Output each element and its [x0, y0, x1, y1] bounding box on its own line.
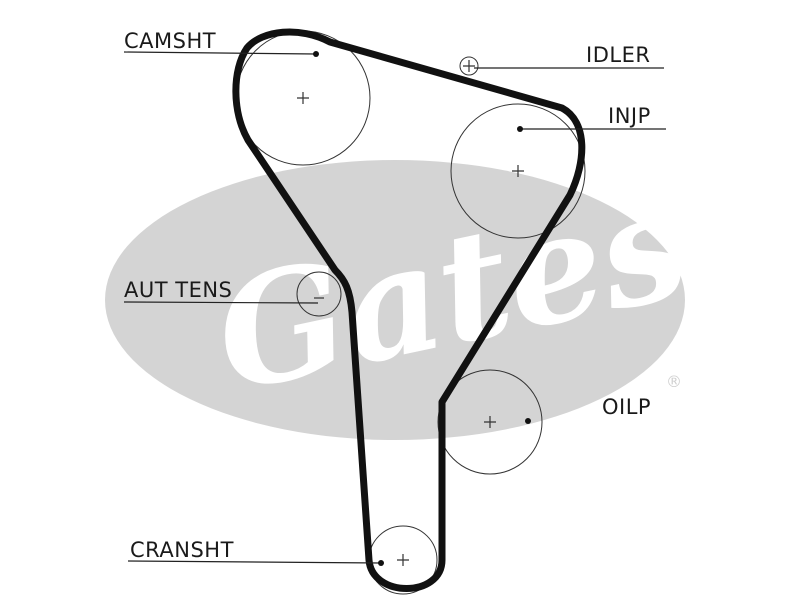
pulley-centers: [297, 60, 524, 566]
timing-belt: [232, 28, 586, 592]
crankshaft-leader: [127, 560, 382, 564]
logo-registered-mark: ®: [666, 372, 682, 391]
label-injection-pump: INJP: [608, 104, 651, 128]
oil-pump-center-mark: [484, 416, 496, 428]
leader-dots: [313, 51, 531, 566]
label-auto-tensioner: AUT TENS: [124, 278, 232, 302]
label-idler: IDLER: [586, 43, 650, 67]
label-oil-pump: OILP: [602, 395, 651, 419]
idler-center-mark: [463, 60, 475, 72]
camshaft-leader: [123, 51, 317, 55]
label-camshaft: CAMSHT: [124, 29, 216, 53]
leader-lines: [123, 51, 666, 564]
pulleys: [235, 30, 586, 595]
logo-ellipse: [105, 160, 685, 440]
auto-tensioner-pulley: [296, 271, 342, 317]
auto-tensioner-leader: [123, 301, 319, 304]
camshaft-center-mark: [297, 92, 309, 104]
oil-pump-dot: [525, 418, 531, 424]
crankshaft-dot: [378, 560, 384, 566]
camshaft-dot: [313, 51, 319, 57]
gates-logo-watermark: Gates ®: [105, 156, 702, 440]
label-crankshaft: CRANSHT: [130, 538, 234, 562]
crankshaft-center-mark: [397, 554, 409, 566]
idler-pulley: [459, 56, 479, 76]
injection-pump-center-mark: [512, 165, 524, 177]
injection-pump-pulley: [450, 103, 586, 239]
injection-pump-dot: [517, 126, 523, 132]
oil-pump-pulley: [437, 369, 543, 475]
